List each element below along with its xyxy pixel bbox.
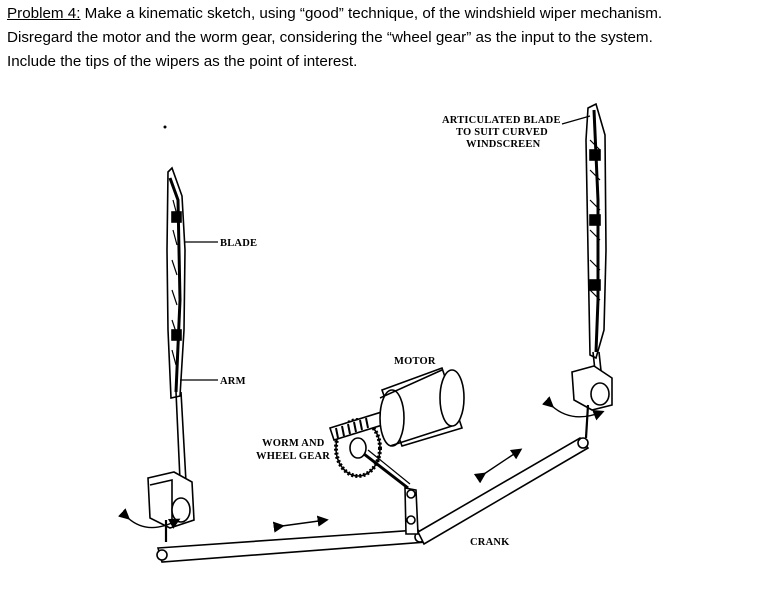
problem-line-2: Disregard the motor and the worm gear, c… [7,29,653,46]
stray-dot [163,125,167,129]
label-arm: ARM [220,376,246,387]
right-pivot [571,365,613,439]
lower-connecting-rod [156,529,428,563]
upper-link-arrow [473,448,523,484]
right-rotation-arrow [542,396,605,421]
lower-link-arrow [272,515,329,533]
right-wiper-blade [585,102,607,360]
label-articulated-2: TO SUIT CURVED [456,127,548,138]
left-pivot [147,471,195,542]
left-wiper-arm [175,391,187,483]
label-blade: BLADE [220,238,257,249]
label-crank: CRANK [470,537,510,548]
left-rotation-arrow [118,508,181,529]
problem-statement: Problem 4: Make a kinematic sketch, usin… [7,2,765,74]
problem-label: Problem 4: [7,5,81,22]
left-wiper-blade [166,166,186,399]
problem-line-3: Include the tips of the wipers as the po… [7,53,358,70]
worm-gear [328,409,394,441]
motor [379,366,465,447]
label-articulated-3: WINDSCREEN [466,139,541,150]
label-motor: MOTOR [394,356,436,367]
label-worm-2: WHEEL GEAR [256,451,330,462]
problem-line-1: Make a kinematic sketch, using “good” te… [80,5,663,22]
crank-link [404,436,590,546]
label-articulated-1: ARTICULATED BLADE [442,115,561,126]
articulated-leader [561,115,591,125]
label-worm-1: WORM AND [262,438,325,449]
